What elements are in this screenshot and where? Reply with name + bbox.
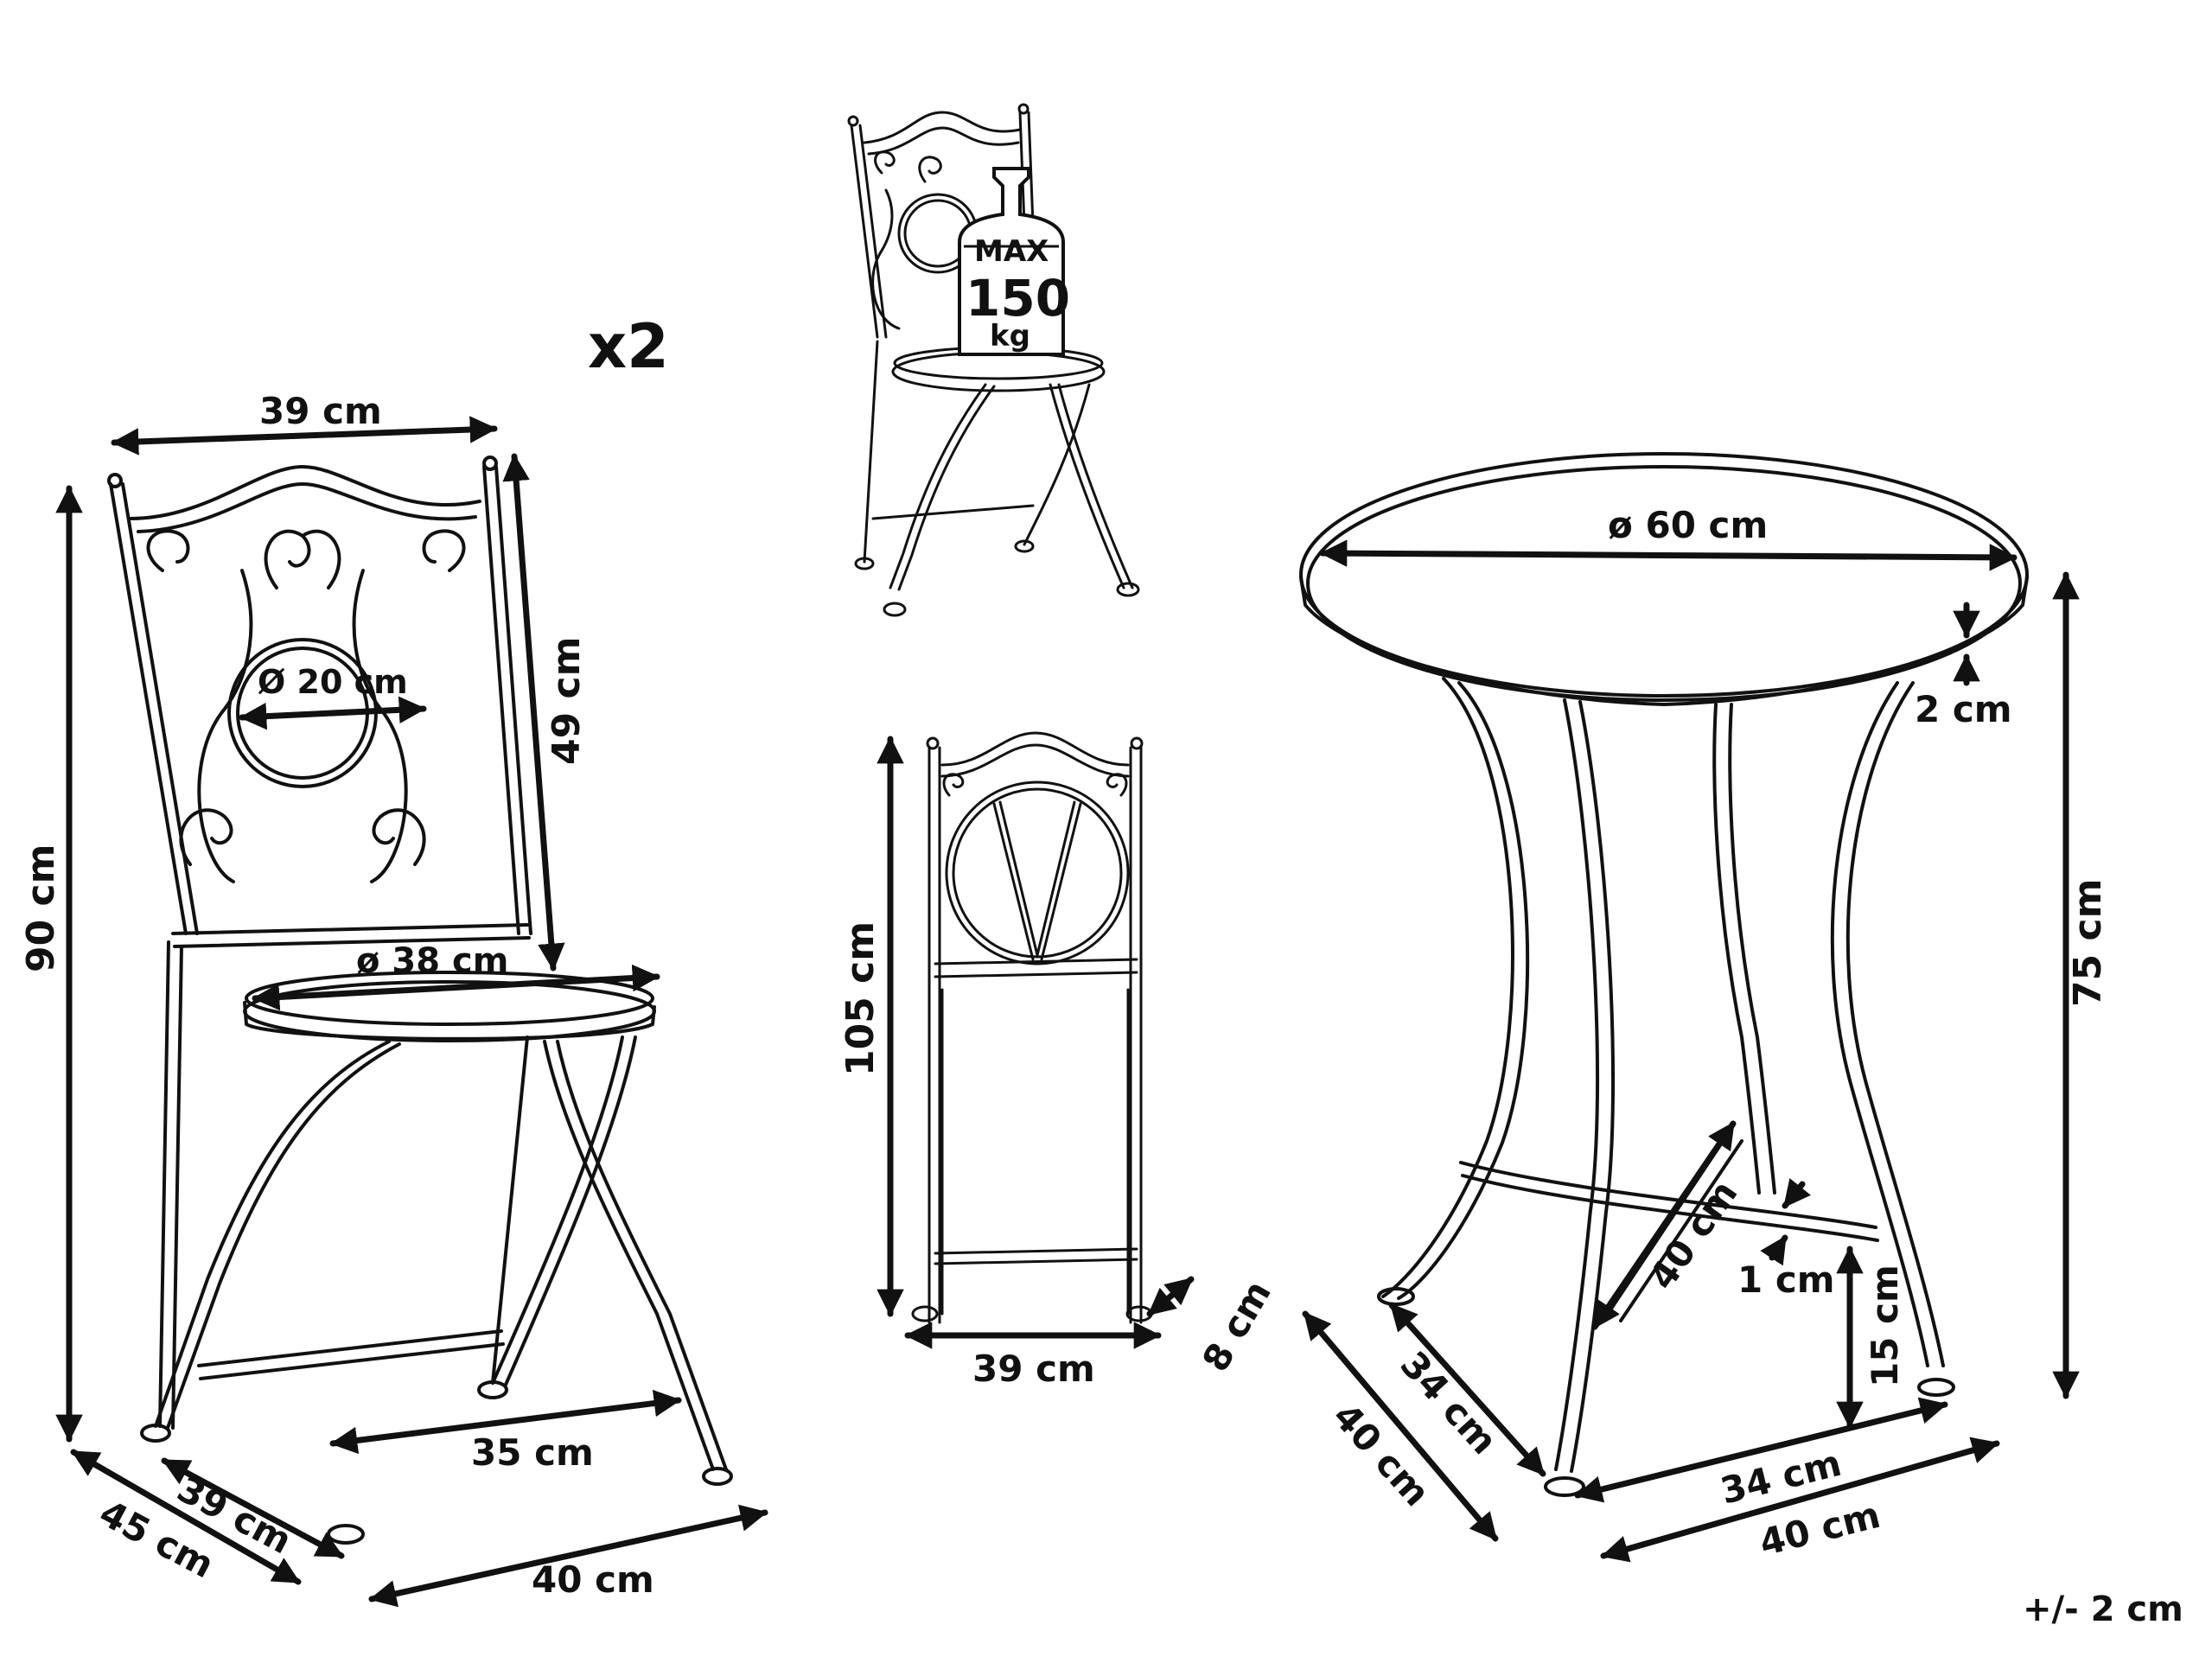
table-height-label: 75 cm xyxy=(2066,879,2110,1007)
chair-backrest-height-label: 49 cm xyxy=(545,637,589,765)
folded-chair-width-label: 39 cm xyxy=(972,1348,1095,1390)
table-depth-inner-label: 34 cm xyxy=(1393,1343,1506,1462)
max-load-line2: 150 xyxy=(966,269,1070,328)
folded-chair-dimension-lines xyxy=(877,736,1195,1349)
table-brace-height-label: 15 cm xyxy=(1864,1265,1906,1387)
max-load-line1: MAX xyxy=(974,234,1049,269)
chair-drawing xyxy=(107,456,733,1545)
quantity-label: x2 xyxy=(588,311,669,382)
chair-seat-diameter-label: ø 38 cm xyxy=(356,941,508,981)
table-top-diameter-label: ø 60 cm xyxy=(1608,504,1768,546)
max-load-line3: kg xyxy=(990,319,1030,354)
chair-width-base-label: 40 cm xyxy=(532,1558,654,1601)
chair-height-label: 90 cm xyxy=(19,844,63,972)
folded-chair-depth-label: 8 cm xyxy=(1194,1273,1279,1379)
chair-medallion-diameter-label: Ø 20 cm xyxy=(258,663,408,701)
table-brace-thickness-label: 1 cm xyxy=(1737,1258,1835,1301)
table-top-thickness-label: 2 cm xyxy=(1915,688,2012,730)
tolerance-label: +/- 2 cm xyxy=(2023,1590,2183,1629)
weight-bottle-icon xyxy=(958,167,1065,356)
chair-dimension-lines xyxy=(55,416,768,1608)
table-drawing xyxy=(1299,452,2029,1497)
table-width-inner-label: 34 cm xyxy=(1717,1442,1845,1513)
chair-inner-width-label: 35 cm xyxy=(471,1431,594,1474)
folded-chair-drawing xyxy=(911,731,1153,1324)
chair-width-top-label: 39 cm xyxy=(259,390,382,432)
chair-load-drawing xyxy=(847,103,1140,617)
table-dimension-lines xyxy=(1302,539,2080,1563)
folded-chair-height-label: 105 cm xyxy=(838,921,883,1076)
